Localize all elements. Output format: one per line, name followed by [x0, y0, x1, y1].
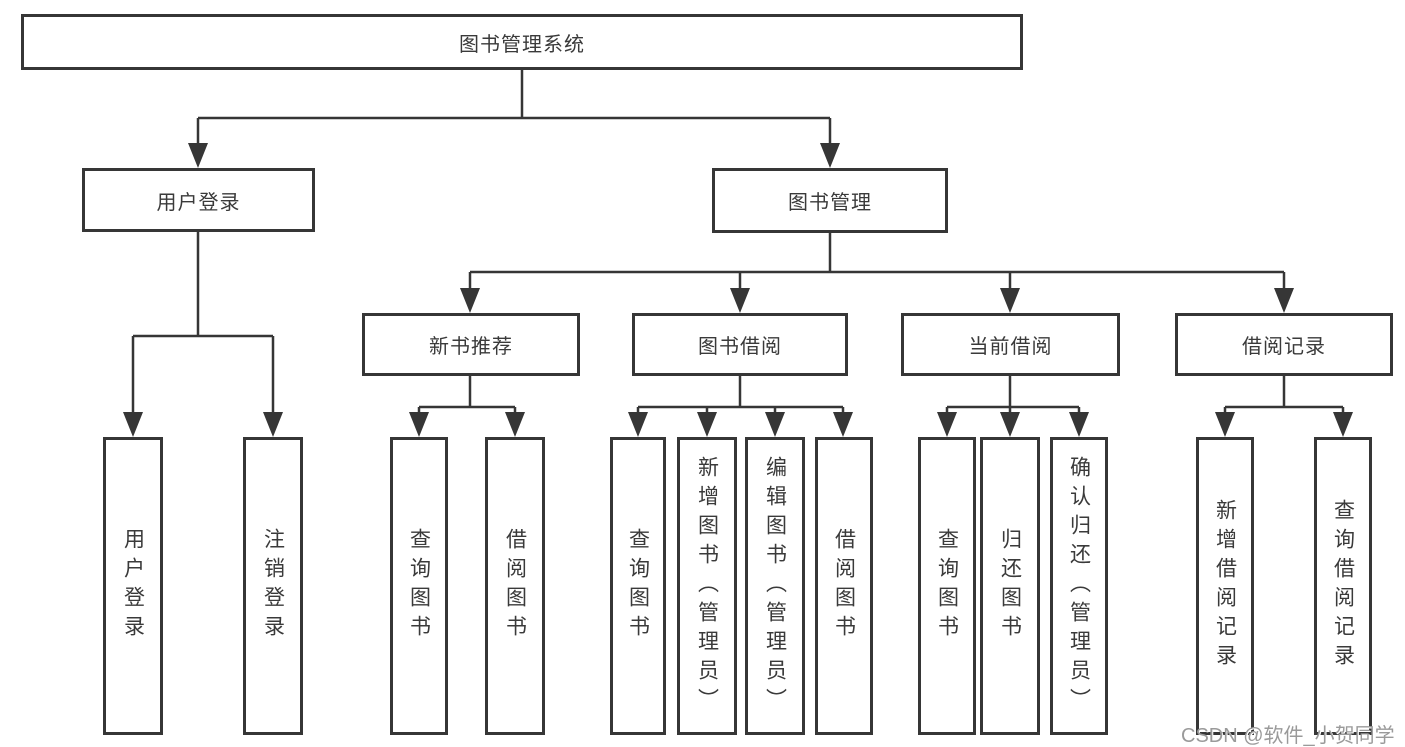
leaf-logout-label: 注销登录 [261, 528, 285, 644]
node-current-borrow-label: 当前借阅 [968, 336, 1053, 358]
csdn-watermark: CSDN @软件_小贺同学 [1181, 725, 1395, 747]
leaf-query-books-current: 查询图书 [918, 437, 976, 735]
node-borrow-records: 借阅记录 [1175, 313, 1393, 376]
leaf-add-books-admin-label: 新增图书（管理员） [695, 455, 719, 717]
leaf-borrow-books-label: 借阅图书 [832, 528, 856, 644]
leaf-return-books-label: 归还图书 [998, 528, 1022, 644]
leaf-borrow-books-recommend-label: 借阅图书 [503, 528, 527, 644]
node-root-label: 图书管理系统 [459, 33, 585, 56]
leaf-query-books-current-label: 查询图书 [935, 528, 959, 644]
leaf-query-books-recommend: 查询图书 [390, 437, 448, 735]
leaf-query-books-borrow-label: 查询图书 [626, 528, 650, 644]
leaf-user-login: 用户登录 [103, 437, 163, 735]
node-user-login: 用户登录 [82, 168, 315, 232]
node-book-management: 图书管理 [712, 168, 948, 233]
node-user-login-label: 用户登录 [156, 191, 241, 214]
leaf-add-borrow-record: 新增借阅记录 [1196, 437, 1254, 735]
leaf-query-borrow-record: 查询借阅记录 [1314, 437, 1372, 735]
node-borrow-records-label: 借阅记录 [1242, 336, 1326, 358]
leaf-edit-books-admin-label: 编辑图书（管理员） [763, 455, 787, 717]
leaf-borrow-books-recommend: 借阅图书 [485, 437, 545, 735]
leaf-logout: 注销登录 [243, 437, 303, 735]
leaf-user-login-label: 用户登录 [121, 528, 145, 644]
node-new-book-recommend-label: 新书推荐 [429, 336, 513, 358]
node-root: 图书管理系统 [21, 14, 1023, 70]
arrowhead-icons [123, 143, 1353, 437]
leaf-query-borrow-record-label: 查询借阅记录 [1331, 499, 1355, 673]
node-current-borrow: 当前借阅 [901, 313, 1120, 376]
leaf-confirm-return-admin: 确认归还（管理员） [1050, 437, 1108, 735]
leaf-add-books-admin: 新增图书（管理员） [677, 437, 737, 735]
leaf-return-books: 归还图书 [980, 437, 1040, 735]
node-book-borrow-label: 图书借阅 [698, 336, 782, 358]
leaf-borrow-books: 借阅图书 [815, 437, 873, 735]
leaf-query-books-borrow: 查询图书 [610, 437, 666, 735]
leaf-query-books-recommend-label: 查询图书 [407, 528, 431, 644]
node-book-borrow: 图书借阅 [632, 313, 848, 376]
leaf-add-borrow-record-label: 新增借阅记录 [1213, 499, 1237, 673]
node-book-management-label: 图书管理 [788, 192, 872, 214]
node-new-book-recommend: 新书推荐 [362, 313, 580, 376]
leaf-confirm-return-admin-label: 确认归还（管理员） [1067, 455, 1091, 717]
leaf-edit-books-admin: 编辑图书（管理员） [745, 437, 805, 735]
